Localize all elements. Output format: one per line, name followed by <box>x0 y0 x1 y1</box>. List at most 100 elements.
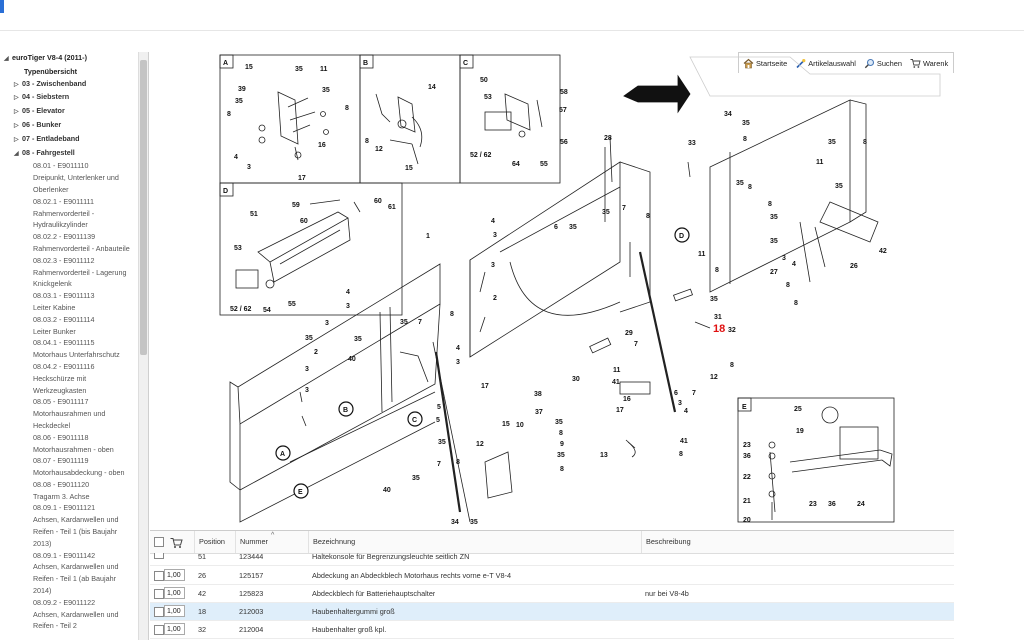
svg-text:56: 56 <box>560 139 568 146</box>
cart-button[interactable]: Warenk <box>906 53 952 73</box>
svg-text:35: 35 <box>742 120 750 127</box>
quantity-input[interactable]: 1,00 <box>164 587 185 599</box>
inset-a-frame <box>219 54 361 184</box>
svg-text:35: 35 <box>770 238 778 245</box>
svg-text:8: 8 <box>365 138 369 145</box>
svg-text:11: 11 <box>613 367 621 374</box>
article-select-button[interactable]: Artikelauswahl <box>791 53 860 73</box>
top-accent <box>0 0 4 13</box>
svg-text:35: 35 <box>569 224 577 231</box>
svg-text:15: 15 <box>405 165 413 172</box>
table-row[interactable]: 1,00 32 212004 Haubenhalter groß kpl. <box>150 621 954 639</box>
svg-text:8: 8 <box>715 267 719 274</box>
svg-text:36: 36 <box>743 453 751 460</box>
header-position[interactable]: Position <box>194 531 234 553</box>
inset-d-frame <box>219 182 403 316</box>
svg-text:6: 6 <box>554 224 558 231</box>
svg-text:61: 61 <box>388 204 396 211</box>
svg-text:29: 29 <box>625 330 633 337</box>
sidebar-scroll-thumb[interactable] <box>140 60 147 355</box>
table-row-selected[interactable]: 1,00 18 212003 Haubenhaltergummi groß <box>150 603 954 621</box>
home-button[interactable]: Startseite <box>739 53 791 73</box>
row-checkbox[interactable] <box>154 553 164 559</box>
tree-group-04[interactable]: ▷04 - Siebstern <box>0 91 138 105</box>
svg-text:4: 4 <box>491 218 495 225</box>
svg-text:25: 25 <box>794 406 802 413</box>
header-bezeichnung[interactable]: Bezeichnung <box>308 531 641 553</box>
svg-text:59: 59 <box>292 202 300 209</box>
inset-label-d: D <box>223 188 228 195</box>
row-checkbox[interactable] <box>154 625 164 635</box>
parts-table: Position Nummer ^ Bezeichnung Beschreibu… <box>150 530 954 641</box>
svg-text:35: 35 <box>235 98 243 105</box>
header-beschreibung[interactable]: Beschreibung <box>641 531 954 553</box>
table-row[interactable]: 1,00 26 125157 Abdeckung an Abdeckblech … <box>150 567 954 585</box>
cell-bezeichnung: Abdeckung an Abdeckblech Motorhaus recht… <box>312 571 512 580</box>
svg-text:12: 12 <box>476 441 484 448</box>
cell-bezeichnung: Haubenhalter groß kpl. <box>312 625 387 634</box>
inset-b-frame <box>359 54 461 184</box>
table-row[interactable]: 51 123444 Haltekonsole für Begrenzungsle… <box>150 553 954 566</box>
quantity-input[interactable]: 1,00 <box>164 605 185 617</box>
tree-group-03[interactable]: ▷03 - Zwischenband <box>0 78 138 92</box>
svg-text:3: 3 <box>491 262 495 269</box>
tree-group-07[interactable]: ▷07 - Entladeband <box>0 133 138 147</box>
inset-label-b: B <box>363 60 368 67</box>
svg-text:3: 3 <box>305 387 309 394</box>
tree-group-08[interactable]: ◢08 - Fahrgestell <box>0 147 138 161</box>
tree-overview[interactable]: Typenübersicht <box>24 66 77 76</box>
tree-group-05[interactable]: ▷05 - Elevator <box>0 105 138 119</box>
table-row[interactable]: 1,00 42 125823 Abdeckblech für Batterieh… <box>150 585 954 603</box>
svg-text:16: 16 <box>318 142 326 149</box>
quantity-input[interactable]: 1,00 <box>164 623 185 635</box>
row-checkbox[interactable] <box>154 589 164 599</box>
svg-text:7: 7 <box>634 341 638 348</box>
svg-text:7: 7 <box>692 390 696 397</box>
tree-root[interactable]: ◢euroTiger V8-4 (2011-) <box>0 52 138 66</box>
svg-text:53: 53 <box>484 94 492 101</box>
svg-text:26: 26 <box>850 263 858 270</box>
svg-text:3: 3 <box>247 164 251 171</box>
svg-text:54: 54 <box>263 307 271 314</box>
search-button[interactable]: Suchen <box>860 53 906 73</box>
svg-text:8: 8 <box>559 430 563 437</box>
svg-text:24: 24 <box>857 501 865 508</box>
svg-text:35: 35 <box>400 319 408 326</box>
home-icon <box>743 58 754 69</box>
tree-list: ◢euroTiger V8-4 (2011-) Typenübersicht ▷… <box>0 52 138 632</box>
svg-text:7: 7 <box>418 319 422 326</box>
wand-icon <box>795 58 806 69</box>
quantity-input[interactable]: 1,00 <box>164 569 185 581</box>
header-nummer[interactable]: Nummer <box>235 531 307 553</box>
cell-nummer: 123444 <box>239 553 264 561</box>
row-checkbox[interactable] <box>154 607 164 617</box>
svg-text:31: 31 <box>714 314 722 321</box>
svg-text:35: 35 <box>828 139 836 146</box>
tree-group-06[interactable]: ▷06 - Bunker <box>0 119 138 133</box>
sidebar-scrollbar[interactable] <box>138 52 148 640</box>
svg-text:8: 8 <box>679 451 683 458</box>
svg-text:55: 55 <box>540 161 548 168</box>
row-checkbox[interactable] <box>154 571 164 581</box>
svg-text:30: 30 <box>572 376 580 383</box>
svg-text:12: 12 <box>375 146 383 153</box>
select-all-checkbox[interactable] <box>154 537 164 547</box>
sort-caret-icon: ^ <box>271 532 275 539</box>
cart-icon <box>170 536 183 558</box>
svg-text:41: 41 <box>612 379 620 386</box>
